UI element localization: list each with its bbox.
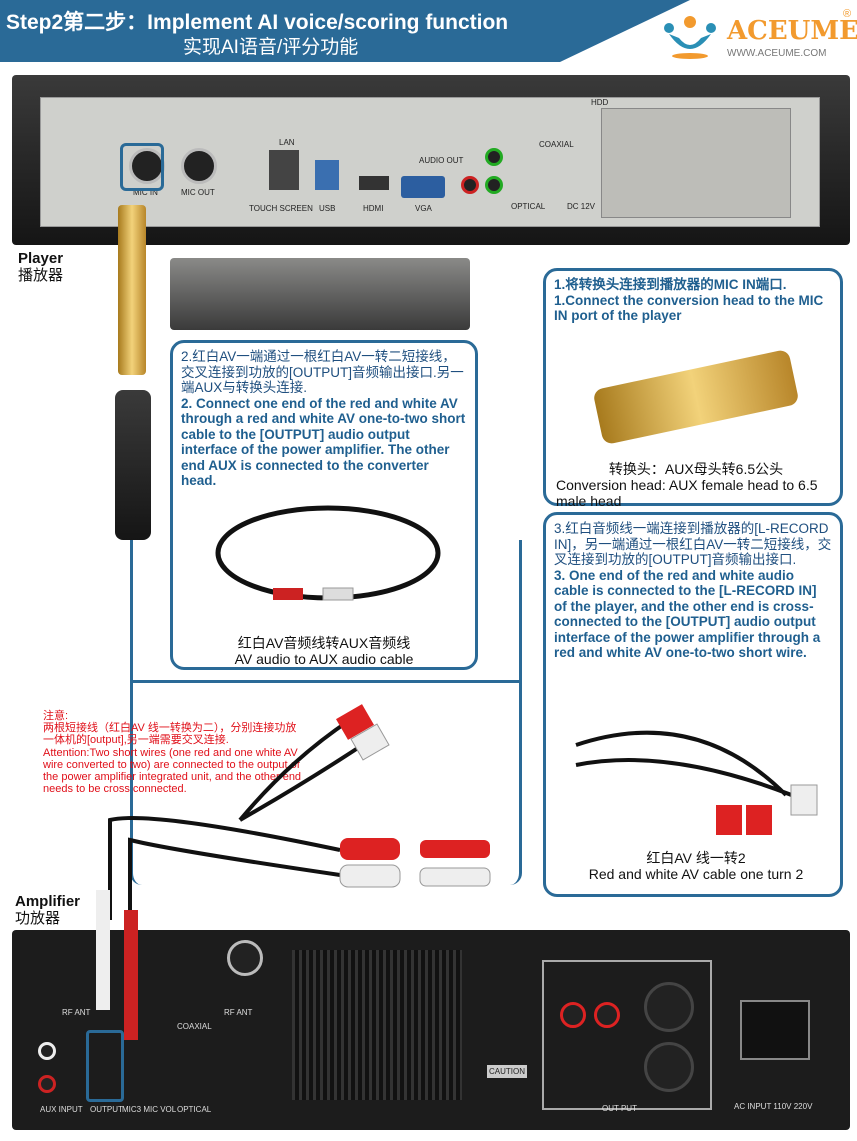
speaker-terminal-red — [594, 1002, 620, 1028]
port-label: OPTICAL — [177, 1105, 212, 1114]
port-label: OUTPUT — [90, 1105, 123, 1114]
step2-caption: 红白AV音频线转AUX音频线 AV audio to AUX audio cab… — [183, 635, 465, 667]
speaker-terminal-red — [560, 1002, 586, 1028]
registered-mark: ® — [843, 8, 852, 20]
port-label: AUX INPUT — [40, 1105, 83, 1114]
lan-port — [269, 150, 299, 190]
note-cn: 两根短接线（红白AV 线一转换为二），分别连接功放一体机的[output],另一… — [43, 722, 297, 747]
port-label: MIC3 MIC VOL — [122, 1105, 177, 1114]
av-aux-cable-photo — [215, 505, 441, 601]
audio-out-red — [461, 176, 479, 194]
port-label: TOUCH SCREEN — [249, 204, 313, 213]
step1-text: 1.将转换头连接到播放器的MIC IN端口.1.Connect the conv… — [546, 271, 840, 330]
step1-en: 1.Connect the conversion head to the MIC… — [554, 292, 824, 324]
title-cn: 实现AI语音/评分功能 — [183, 37, 359, 58]
step3-cn: 3.红白音频线一端连接到播放器的[L-RECORD IN]，另一端通过一根红白A… — [554, 521, 832, 567]
port-label: OUT PUT — [602, 1104, 637, 1113]
port-label: RF ANT — [62, 1008, 91, 1017]
speaker-jack — [644, 1042, 694, 1092]
amplifier-device: RF ANT RF ANT AUX INPUT OUTPUT MIC3 MIC … — [12, 890, 850, 1130]
player-label-en: Player — [18, 250, 64, 267]
attention-note: 注意: 两根短接线（红白AV 线一转换为二），分别连接功放一体机的[output… — [43, 710, 303, 795]
step3-text: 3.红白音频线一端连接到播放器的[L-RECORD IN]，另一端通过一根红白A… — [546, 515, 840, 667]
note-title: 注意: — [43, 710, 69, 722]
vent-grille — [292, 950, 462, 1100]
port-label: COAXIAL — [177, 1022, 212, 1031]
aux-input-port — [38, 1075, 56, 1093]
player-front-photo — [170, 258, 470, 330]
port-label: MIC OUT — [181, 188, 215, 197]
brand-url: WWW.ACEUME.COM — [727, 48, 827, 59]
step1-caption: 转换头：AUX母头转6.5公头 Conversion head: AUX fem… — [556, 461, 836, 509]
port-label: AC INPUT 110V 220V — [734, 1102, 813, 1111]
player-label-cn: 播放器 — [18, 267, 64, 284]
speaker-jack — [644, 982, 694, 1032]
red-rca-plug — [124, 910, 138, 1040]
brand-name: ACEUME — [727, 16, 857, 46]
step3-caption-cn: 红白AV 线一转2 — [646, 850, 746, 866]
step1-cn: 1.将转换头连接到播放器的MIC IN端口. — [554, 277, 787, 292]
step3-caption: 红白AV 线一转2 Red and white AV cable one tur… — [556, 850, 836, 882]
step2-cn: 2.红白AV一端通过一根红白AV一转二短接线，交叉连接到功放的[OUTPUT]音… — [181, 349, 464, 395]
usb-port — [315, 160, 339, 190]
step2-en: 2. Connect one end of the red and white … — [181, 395, 466, 489]
step1-box: 1.将转换头连接到播放器的MIC IN端口.1.Connect the conv… — [543, 268, 843, 509]
converter-head — [118, 205, 146, 375]
port-label: DC 12V — [567, 202, 596, 211]
logo-figure-icon — [664, 16, 716, 59]
port-label: MIC IN — [133, 188, 158, 197]
step1-caption-cn: 转换头：AUX母头转6.5公头 — [608, 461, 784, 477]
port-label: COAXIAL — [539, 140, 574, 149]
step3-en: 3. One end of the red and white audio ca… — [554, 567, 821, 661]
splitter-cable-photo — [108, 704, 491, 920]
cable-route — [130, 680, 522, 683]
hdmi-port — [359, 176, 389, 190]
audio-out-green — [485, 176, 503, 194]
port-label: HDD — [591, 98, 609, 107]
player-device: MIC IN MIC OUT LAN TOUCH SCREEN USB HDMI… — [12, 75, 850, 245]
note-en: Attention:Two short wires (one red and o… — [43, 746, 302, 796]
white-rca-plug — [96, 890, 110, 1010]
red-white-av-cable-photo — [575, 730, 818, 835]
port-label: OPTICAL — [511, 202, 546, 211]
vga-port — [401, 176, 445, 198]
output-ports-highlight — [86, 1030, 124, 1102]
speaker-output-panel — [542, 960, 712, 1110]
ac-power-socket — [740, 1000, 810, 1060]
port-label: HDMI — [363, 204, 384, 213]
title-en: Step2第二步：Implement AI voice/scoring func… — [6, 11, 509, 34]
converter-photo — [592, 348, 800, 446]
step3-caption-en: Red and white AV cable one turn 2 — [588, 866, 804, 882]
step2-caption-cn: 红白AV音频线转AUX音频线 — [237, 635, 411, 651]
aux-plug — [115, 390, 151, 540]
port-label: RF ANT — [224, 1008, 253, 1017]
header-banner: Step2第二步：Implement AI voice/scoring func… — [0, 0, 690, 62]
audio-out-green — [485, 148, 503, 166]
amplifier-label-en: Amplifier — [15, 893, 81, 910]
amplifier-label-cn: 功放器 — [15, 910, 61, 927]
port-label: AUDIO OUT — [419, 156, 464, 165]
brand-logo: ACEUME ® WWW.ACEUME.COM — [655, 8, 857, 63]
port-label: LAN — [279, 138, 295, 147]
arrow-mic-in — [120, 143, 164, 191]
hdd-bay — [601, 108, 791, 218]
amplifier-label: Amplifier 功放器 — [15, 893, 80, 927]
port-label: VGA — [415, 204, 432, 213]
step2-text: 2.红白AV一端通过一根红白AV一转二短接线，交叉连接到功放的[OUTPUT]音… — [173, 343, 475, 495]
step2-box: 2.红白AV一端通过一根红白AV一转二短接线，交叉连接到功放的[OUTPUT]音… — [170, 340, 478, 670]
player-label: Player 播放器 — [18, 250, 63, 284]
mic-out-port — [181, 148, 217, 184]
step3-box: 3.红白音频线一端连接到播放器的[L-RECORD IN]，另一端通过一根红白A… — [543, 512, 843, 897]
port-label: USB — [319, 204, 336, 213]
caution-label: CAUTION — [487, 1065, 527, 1078]
step1-caption-en: Conversion head: AUX female head to 6.5 … — [556, 477, 818, 509]
aux-input-port — [38, 1042, 56, 1060]
step2-caption-en: AV audio to AUX audio cable — [234, 651, 414, 667]
cable-route — [130, 540, 522, 885]
rf-ant-port — [227, 940, 263, 976]
